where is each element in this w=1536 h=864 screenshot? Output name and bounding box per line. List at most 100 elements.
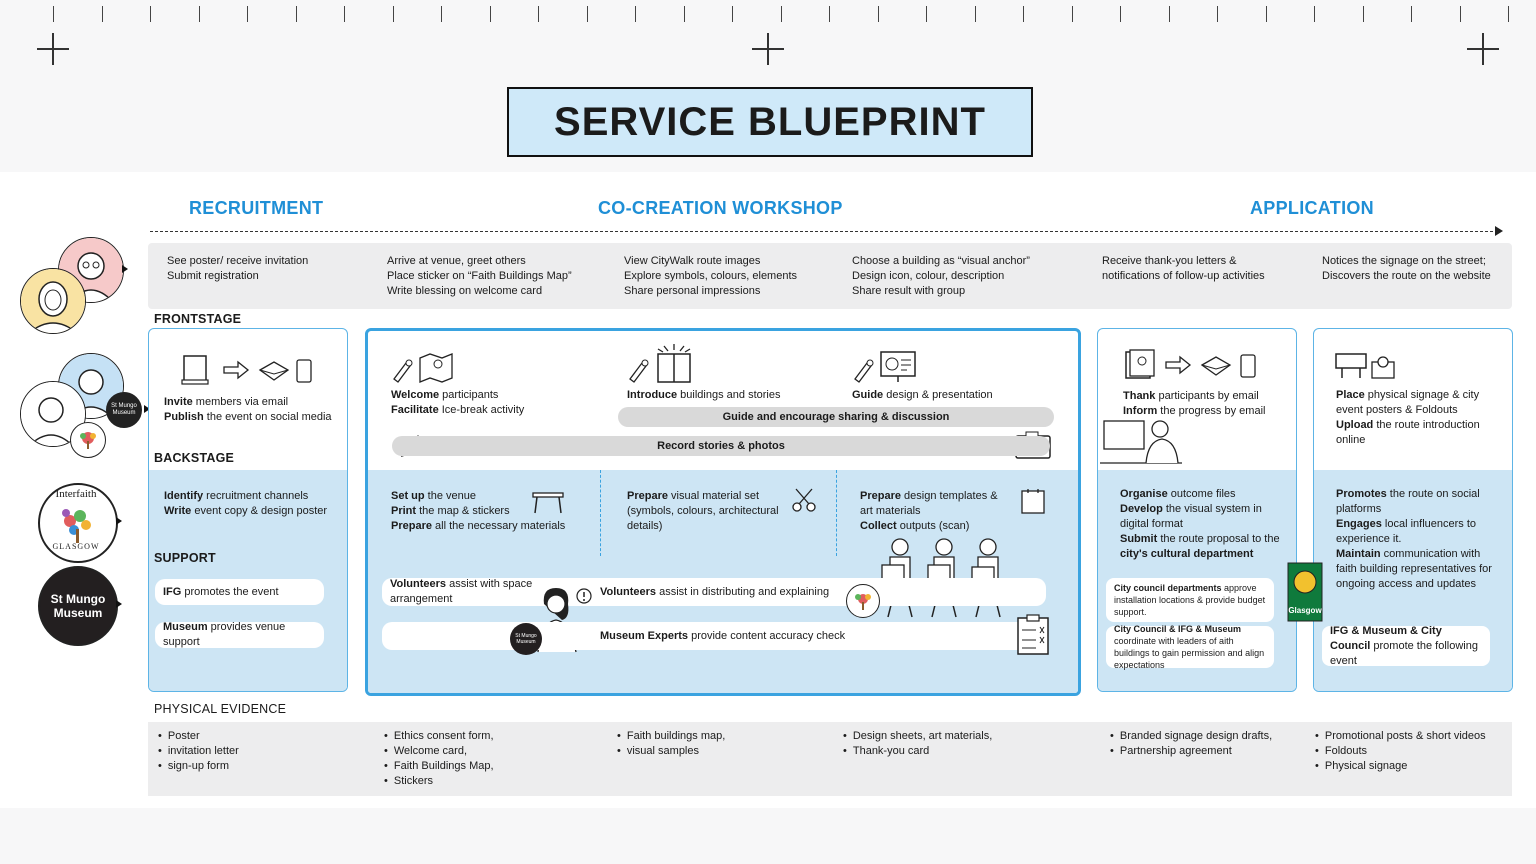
bold-verb: Guide bbox=[852, 389, 884, 401]
phone-icon-2 bbox=[1238, 353, 1258, 379]
pill-body: approve installation locations & provide… bbox=[1114, 583, 1266, 617]
pen-icon bbox=[390, 357, 414, 383]
pill-body: promote the following event bbox=[1330, 639, 1478, 667]
line-text: experience it. bbox=[1336, 533, 1402, 545]
pill-text: City council departments approve install… bbox=[1114, 582, 1266, 618]
scissors-icon bbox=[790, 486, 818, 514]
ruler-tick bbox=[199, 6, 200, 22]
backstage-divider-2 bbox=[836, 470, 837, 556]
interfaith-logo-bottom-text: GLASGOW bbox=[52, 542, 100, 551]
text-line: Place physical signage & city bbox=[1336, 388, 1480, 403]
pill-text: Museum provides venue support bbox=[163, 620, 316, 650]
text-line: Develop the visual system in bbox=[1120, 502, 1280, 517]
evidence-item: Partnership agreement bbox=[1110, 744, 1272, 759]
pen-icon-3 bbox=[851, 357, 875, 383]
text-line: ongoing access and updates bbox=[1336, 577, 1492, 592]
line-text: visual material set bbox=[667, 490, 760, 502]
mungo-mini-line1: St Mungo bbox=[111, 403, 137, 409]
persona-user-avatar-2 bbox=[20, 268, 86, 334]
bold-verb: Place bbox=[1336, 389, 1365, 401]
text-line: digital format bbox=[1120, 517, 1280, 532]
guide-encourage-pill: Guide and encourage sharing & discussion bbox=[618, 407, 1054, 427]
line-text: communication with bbox=[1380, 548, 1481, 560]
ruler-tick bbox=[1169, 6, 1170, 22]
evidence-item: invitation letter bbox=[158, 744, 239, 759]
ruler-tick bbox=[538, 6, 539, 22]
backstage-label: BACKSTAGE bbox=[154, 451, 235, 465]
pill-body: assist in distributing and explaining bbox=[656, 585, 830, 598]
evidence-item: Faith buildings map, bbox=[617, 729, 725, 744]
evidence-item: visual samples bbox=[617, 744, 725, 759]
ruler-tick bbox=[1363, 6, 1364, 22]
evidence-item: Physical signage bbox=[1315, 759, 1486, 774]
line-text: local influencers to bbox=[1381, 518, 1477, 530]
crosshair-left bbox=[37, 33, 69, 65]
evidence-item: Welcome card, bbox=[384, 744, 494, 759]
pill-body: sharing & discussion bbox=[835, 411, 950, 423]
line-text: faith building representatives for bbox=[1336, 563, 1492, 575]
customer-action-5: Receive thank-you letters & notification… bbox=[1102, 255, 1265, 282]
text-line: Introduce buildings and stories bbox=[627, 388, 780, 403]
customer-action-4: Choose a building as “visual anchor” Des… bbox=[852, 255, 1030, 297]
bold-verb: Introduce bbox=[627, 389, 678, 401]
text-line: Submit the route proposal to the bbox=[1120, 532, 1280, 547]
fs-guide-text: Guide design & presentation bbox=[852, 388, 993, 403]
line-text: design templates & bbox=[900, 490, 998, 502]
line-text: the map & stickers bbox=[416, 505, 510, 517]
ruler-tick bbox=[1266, 6, 1267, 22]
line-text: details) bbox=[627, 520, 663, 532]
ruler-tick bbox=[296, 6, 297, 22]
line-text: participants by email bbox=[1155, 390, 1259, 402]
bold-verb: Volunteers bbox=[390, 578, 447, 590]
text-line: Maintain communication with bbox=[1336, 547, 1492, 562]
bold-verb: Facilitate bbox=[391, 404, 439, 416]
text-line: experience it. bbox=[1336, 532, 1492, 547]
bold-verb: Volunteers bbox=[600, 585, 657, 598]
ruler-tick bbox=[587, 6, 588, 22]
customer-action-1: See poster/ receive invitation Submit re… bbox=[167, 255, 309, 282]
bold-verb: Welcome bbox=[391, 389, 440, 401]
st-mungo-museum-logo: St Mungo Museum bbox=[38, 566, 118, 646]
evidence-item: Poster bbox=[158, 729, 239, 744]
persona-pointer-volunteers bbox=[144, 405, 150, 413]
bold-verb: Write bbox=[164, 505, 192, 517]
physical-evidence-label: PHYSICAL EVIDENCE bbox=[154, 702, 287, 716]
text-line: Upload the route introduction bbox=[1336, 418, 1480, 433]
mungo-logo-line1: St Mungo bbox=[50, 592, 106, 606]
bold-verb: Engages bbox=[1336, 518, 1382, 530]
timeline-arrowhead bbox=[1495, 226, 1503, 236]
line-text: platforms bbox=[1336, 503, 1382, 515]
text-line: Publish the event on social media bbox=[164, 410, 332, 425]
ruler-tick bbox=[1072, 6, 1073, 22]
phase-workshop: CO-CREATION WORKSHOP bbox=[598, 198, 843, 218]
bold-verb: Inform bbox=[1123, 405, 1158, 417]
text-line: Organise outcome files bbox=[1120, 487, 1280, 502]
evidence-item: Design sheets, art materials, bbox=[843, 729, 992, 744]
ruler-tick bbox=[926, 6, 927, 22]
open-book-icon bbox=[654, 340, 694, 384]
text-line: Write event copy & design poster bbox=[164, 504, 327, 519]
pill-text: Record stories & photos bbox=[657, 440, 785, 452]
phase-recruitment: RECRUITMENT bbox=[189, 198, 324, 218]
bold-verb: City council departments bbox=[1114, 583, 1222, 593]
line-text: recruitment channels bbox=[203, 490, 309, 502]
line-text: event posters & Foldouts bbox=[1336, 404, 1458, 416]
line-text: the venue bbox=[424, 490, 476, 502]
ruler-tick bbox=[878, 6, 879, 22]
ruler-tick bbox=[150, 6, 151, 22]
exclamation-icon bbox=[576, 588, 592, 604]
text-line: Thank participants by email bbox=[1123, 389, 1265, 404]
document-icon bbox=[1020, 487, 1046, 515]
ruler-tick bbox=[1217, 6, 1218, 22]
ruler-tick bbox=[441, 6, 442, 22]
pill-text: IFG & Museum & City Council promote the … bbox=[1330, 624, 1482, 669]
bold-verb: Develop bbox=[1120, 503, 1163, 515]
pen-icon-2 bbox=[626, 357, 650, 383]
bold-verb: Submit bbox=[1120, 533, 1158, 545]
bold-verb: IFG bbox=[163, 585, 182, 598]
